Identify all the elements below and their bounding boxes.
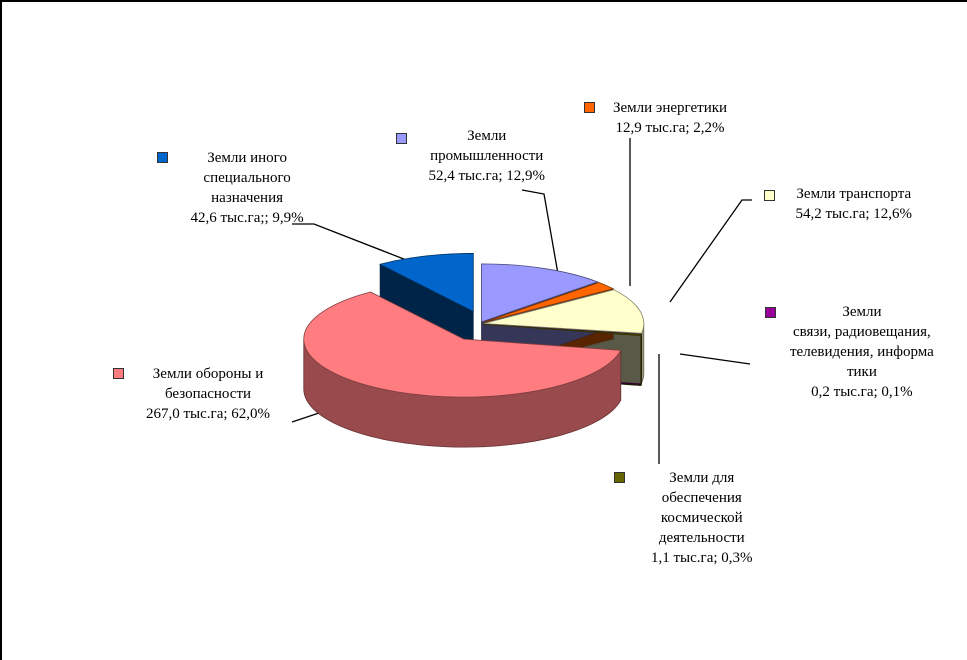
slice-trans xyxy=(483,289,645,334)
slice-obor xyxy=(303,291,622,398)
data-label-obor: Земли обороны и безопасности 267,0 тыс.г… xyxy=(146,366,271,422)
data-label-prom: Земли промышленности 52,4 тыс.га; 12,9% xyxy=(428,128,546,184)
label-key-trans xyxy=(764,190,775,201)
label-key-obor xyxy=(113,368,124,379)
label-key-energ xyxy=(584,102,595,113)
data-label-energ: Земли энергетики 12,9 тыс.га; 2,2% xyxy=(613,100,728,136)
leader-line-prom xyxy=(521,189,559,275)
slice-prom xyxy=(481,263,599,323)
slice-side-kosm xyxy=(640,334,642,386)
slice-kosm xyxy=(483,324,642,337)
slice-energ xyxy=(482,282,615,323)
data-label-kosm: Земли для обеспечения космической деятел… xyxy=(651,470,753,566)
data-label-inoe: Земли иного специального назначения 42,6… xyxy=(190,150,304,226)
leader-line-svyaz xyxy=(679,353,751,365)
label-key-inoe xyxy=(157,152,168,163)
label-key-prom xyxy=(396,133,407,144)
slice-inoe xyxy=(378,253,474,313)
label-key-svyaz xyxy=(765,307,776,318)
label-key-kosm xyxy=(614,472,625,483)
leader-line-trans xyxy=(669,199,752,303)
data-label-trans: Земли транспорта 54,2 тыс.га; 12,6% xyxy=(795,186,913,222)
leader-line-inoe xyxy=(292,223,433,271)
data-label-svyaz: Земли связи, радиовещания, телевидения, … xyxy=(790,304,934,400)
